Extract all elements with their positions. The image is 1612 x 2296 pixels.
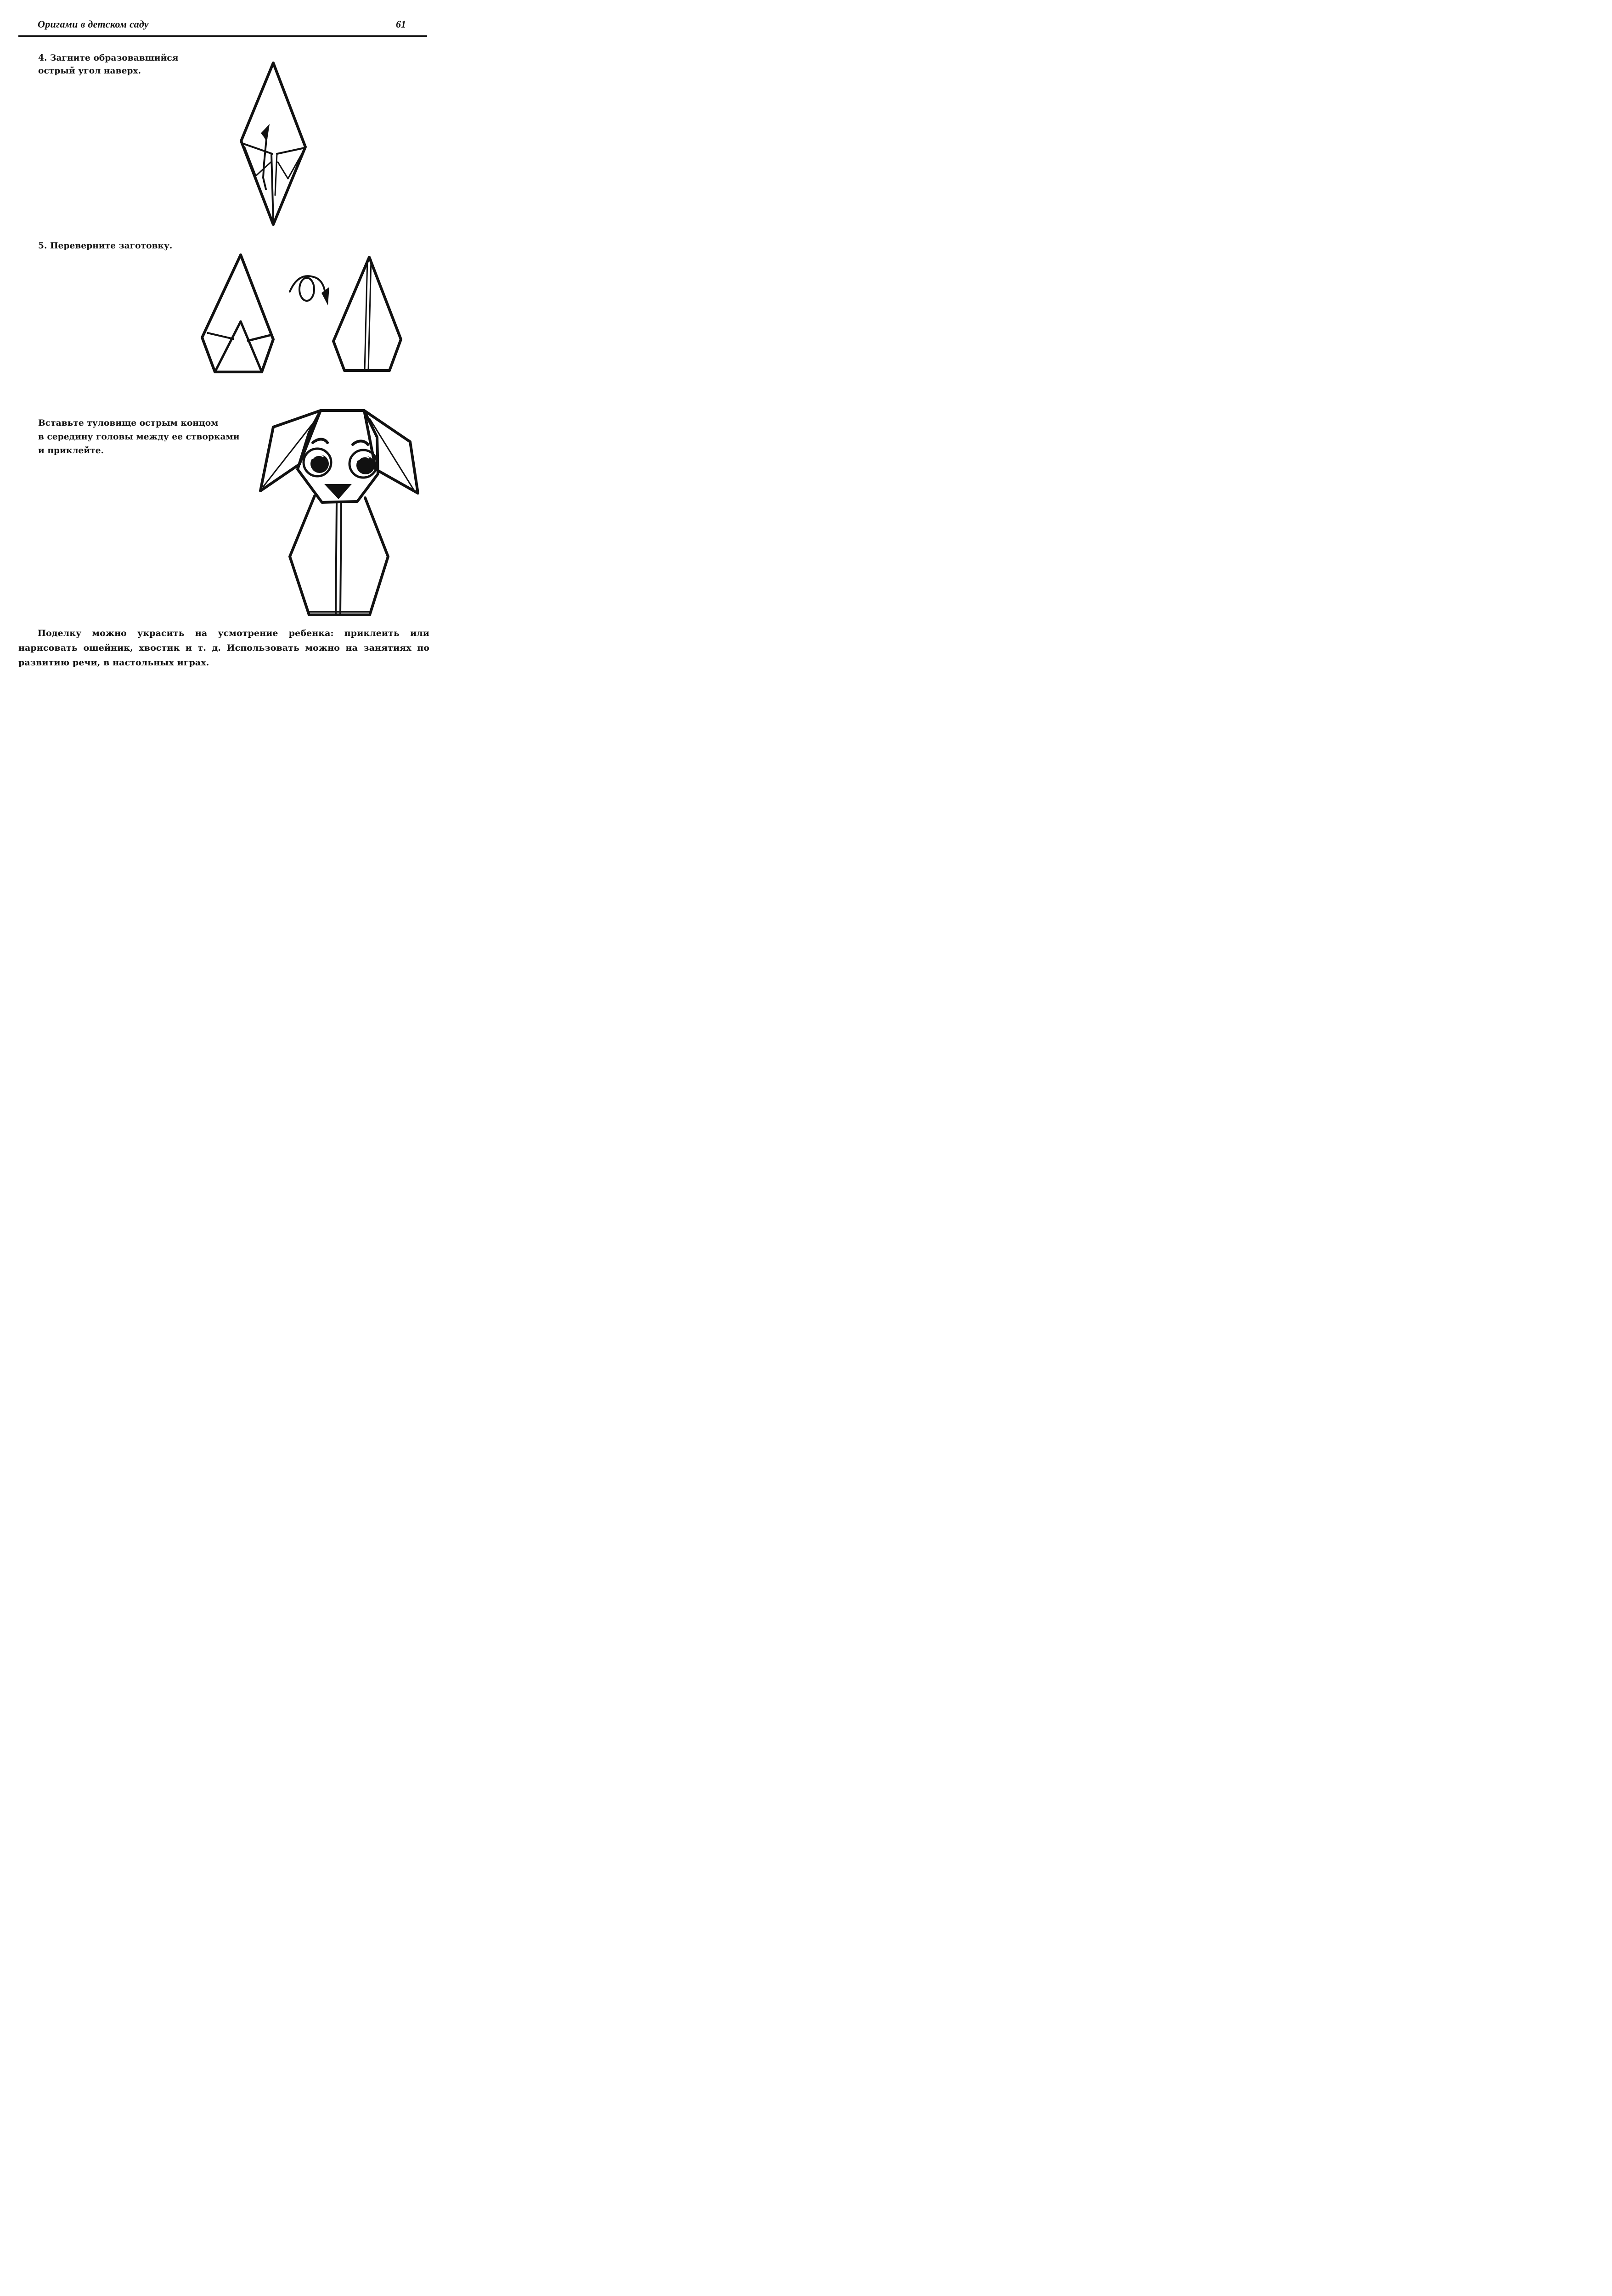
final-paragraph: Поделку можно украсить на усмотрение реб… xyxy=(18,628,429,668)
workpiece-back xyxy=(332,256,402,372)
step-5-diagram xyxy=(201,253,402,373)
running-header: Оригами в детском саду 61 xyxy=(18,16,427,37)
step-4-line-2: острый угол наверх. xyxy=(38,66,141,76)
page-number: 61 xyxy=(396,18,406,30)
step-4-diagram xyxy=(240,62,307,226)
flip-over-arrow-icon xyxy=(289,275,329,305)
left-ear xyxy=(259,409,322,492)
dog-nose xyxy=(324,484,352,499)
step-4-instruction: 4. Загните образовавшийся острый угол на… xyxy=(38,52,213,78)
left-eye xyxy=(302,447,333,478)
assembly-line-3: и приклейте. xyxy=(38,446,104,456)
finished-dog-diagram xyxy=(259,409,419,616)
book-title: Оригами в детском саду xyxy=(38,18,149,30)
dog-body xyxy=(288,495,389,616)
workpiece-front xyxy=(201,253,275,373)
step-5-line-1: 5. Переверните заготовку. xyxy=(38,241,173,251)
assembly-instruction: Вставьте туловище острым концом в середи… xyxy=(38,416,263,458)
step-5-instruction: 5. Переверните заготовку. xyxy=(38,240,213,253)
arrow-up-icon xyxy=(261,124,270,190)
diamond-outline xyxy=(240,62,307,226)
dog-head xyxy=(296,409,379,504)
assembly-line-1: Вставьте туловище острым концом xyxy=(38,418,219,428)
assembly-line-2: в середину головы между ее створками xyxy=(38,432,240,442)
header-rule xyxy=(18,35,427,37)
step-4-line-1: 4. Загните образовавшийся xyxy=(38,53,179,63)
right-ear xyxy=(363,409,419,495)
right-eye xyxy=(348,449,378,479)
